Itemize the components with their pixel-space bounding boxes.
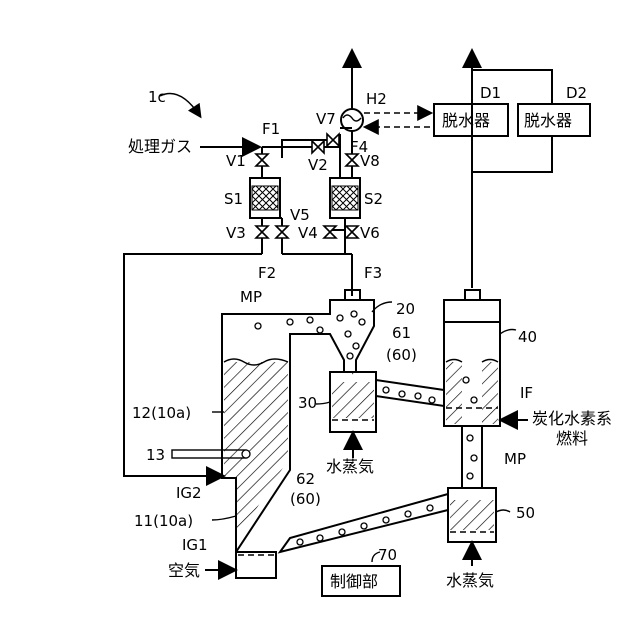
- label-61: 61: [392, 324, 411, 342]
- steam-label-50: 水蒸気: [446, 571, 494, 590]
- leader-11: [212, 516, 236, 520]
- particles-62: [297, 505, 433, 545]
- label-70: 70: [378, 546, 397, 564]
- label-mp-right: MP: [504, 450, 526, 468]
- steam-label-30: 水蒸気: [326, 457, 374, 476]
- adsorber-s2-bed: [332, 186, 358, 210]
- label-v5: V5: [290, 206, 310, 224]
- leader-30: [316, 402, 330, 404]
- label-30: 30: [298, 394, 317, 412]
- label-if: IF: [520, 384, 533, 402]
- label-60b: (60): [290, 490, 321, 508]
- label-f3: F3: [364, 264, 382, 282]
- label-s1: S1: [224, 190, 243, 208]
- label-ig1: IG1: [182, 536, 208, 554]
- dehydrator-d2-label: 脱水器: [524, 111, 572, 130]
- label-f1: F1: [262, 120, 280, 138]
- tower-bed-hatch: [224, 362, 288, 540]
- valve-v4: [324, 226, 336, 238]
- tower-bottom-plenum: [236, 552, 276, 578]
- label-f2: F2: [258, 264, 276, 282]
- label-13: 13: [146, 446, 165, 464]
- lance-tip: [242, 450, 250, 458]
- label-11: 11(10a): [134, 512, 193, 530]
- cyclone-40-head: [444, 300, 500, 322]
- label-s2: S2: [364, 190, 383, 208]
- label-v2: V2: [308, 156, 328, 174]
- fuel-label-2: 燃料: [556, 429, 588, 448]
- adsorber-s1-bed: [252, 186, 278, 210]
- valve-v7: [327, 134, 339, 146]
- label-v4: V4: [298, 224, 318, 242]
- label-62: 62: [296, 470, 315, 488]
- label-f4: F4: [350, 138, 368, 156]
- vessel-40-hatch-l: [446, 362, 462, 424]
- leader-50: [496, 510, 510, 512]
- label-v3: V3: [226, 224, 246, 242]
- label-60a: (60): [386, 346, 417, 364]
- valve-v1: [256, 154, 268, 166]
- label-v7: V7: [316, 110, 336, 128]
- valve-v6: [346, 226, 358, 238]
- ref-1c: 1c: [148, 88, 166, 106]
- label-d1: D1: [480, 84, 501, 102]
- fuel-label-1: 炭化水素系: [532, 409, 612, 428]
- label-h2: H2: [366, 90, 387, 108]
- heat-exchanger-coil: [343, 115, 361, 121]
- label-12: 12(10a): [132, 404, 191, 422]
- dehydrator-d1-label: 脱水器: [442, 111, 490, 130]
- label-50: 50: [516, 504, 535, 522]
- label-v1: V1: [226, 152, 246, 170]
- bed-surface-40: [446, 360, 498, 363]
- valve-v3: [256, 226, 268, 238]
- leader-40: [500, 330, 516, 335]
- label-v6: V6: [360, 224, 380, 242]
- vessel-50-hatch: [450, 500, 494, 530]
- dehydrator-link-bottom: [472, 136, 552, 172]
- label-40: 40: [518, 328, 537, 346]
- valve-v2: [312, 141, 324, 153]
- cyclone-40-outlet: [465, 290, 480, 300]
- label-20: 20: [396, 300, 415, 318]
- label-mp-top: MP: [240, 288, 262, 306]
- process-gas-label: 処理ガス: [128, 137, 192, 156]
- ref-1c-leader: [160, 94, 200, 117]
- controller-label: 制御部: [330, 572, 378, 591]
- label-d2: D2: [566, 84, 587, 102]
- particles-riser: [463, 377, 477, 479]
- valve-v5: [276, 226, 288, 238]
- air-label: 空気: [168, 561, 200, 580]
- label-ig2: IG2: [176, 484, 202, 502]
- vessel-30-hatch: [332, 372, 374, 418]
- vessel-40-hatch-r: [482, 362, 498, 424]
